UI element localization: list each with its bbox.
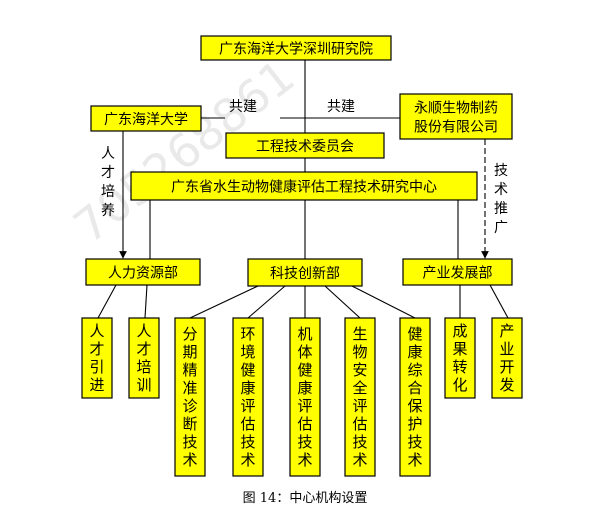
svg-text:科技创新部: 科技创新部: [270, 266, 340, 282]
svg-text:生物安全评估技术: 生物安全评估技术: [352, 325, 367, 469]
node-institute: 广东海洋大学深圳研究院: [200, 35, 392, 61]
svg-text:产业开发: 产业开发: [499, 322, 514, 394]
svg-text:工程技术委员会: 工程技术委员会: [256, 139, 354, 155]
label-talent-cultivation: 人才培养: [101, 146, 115, 219]
node-tech2: 环境健康评估技术: [232, 317, 264, 477]
label-cobuild-left: 共建: [229, 99, 257, 115]
node-tech4: 生物安全评估技术: [344, 317, 376, 477]
node-ind2: 产业开发: [491, 317, 523, 399]
edge-hr-intro: [97, 284, 117, 319]
connectors: [97, 59, 509, 319]
svg-text:广东海洋大学深圳研究院: 广东海洋大学深圳研究院: [219, 41, 373, 57]
node-talent-intro: 人才引进: [81, 317, 113, 399]
node-tech3: 机体健康评估技术: [289, 317, 321, 477]
svg-text:人才引进: 人才引进: [89, 322, 104, 394]
svg-text:成果转化: 成果转化: [452, 322, 467, 394]
svg-text:广东海洋大学: 广东海洋大学: [104, 112, 188, 128]
svg-text:人力资源部: 人力资源部: [108, 265, 178, 281]
node-company: 永顺生物制药股份有限公司: [399, 93, 513, 140]
edge-tech-2: [247, 285, 286, 319]
svg-text:产业发展部: 产业发展部: [423, 265, 493, 281]
node-tech1: 分期精准诊断技术: [174, 317, 206, 477]
label-tech-promotion: 技术推广: [494, 163, 508, 236]
edge-tech-1: [189, 285, 259, 319]
svg-text:健康综合保护技术: 健康综合保护技术: [407, 325, 422, 469]
node-ind1: 成果转化: [444, 317, 476, 399]
svg-text:永顺生物制药股份有限公司: 永顺生物制药股份有限公司: [414, 100, 498, 135]
edge-tech-5: [351, 285, 416, 319]
node-center: 广东省水生动物健康评估工程技术研究中心: [130, 171, 478, 201]
node-talent-train: 人才培训: [128, 317, 160, 399]
node-boxes: 广东海洋大学深圳研究院 广东海洋大学 永顺生物制药股份有限公司 工程技术委员会 …: [81, 35, 523, 477]
svg-text:广东省水生动物健康评估工程技术研究中心: 广东省水生动物健康评估工程技术研究中心: [171, 178, 437, 195]
node-tech: 科技创新部: [247, 258, 363, 287]
edge-industry-2: [489, 284, 509, 319]
svg-text:机体健康评估技术: 机体健康评估技术: [297, 325, 312, 469]
node-tech5: 健康综合保护技术: [399, 317, 431, 477]
figure-caption: 图 14：中心机构设置: [242, 491, 368, 506]
svg-text:分期精准诊断技术: 分期精准诊断技术: [182, 325, 197, 469]
svg-text:人才培训: 人才培训: [136, 322, 151, 394]
label-cobuild-right: 共建: [327, 99, 355, 115]
node-university: 广东海洋大学: [90, 105, 202, 132]
svg-text:环境健康评估技术: 环境健康评估技术: [240, 325, 255, 469]
edge-tech-4: [324, 285, 361, 319]
node-hr: 人力资源部: [85, 258, 201, 286]
node-committee: 工程技术委员会: [225, 132, 385, 159]
edge-hr-train: [144, 284, 148, 319]
node-industry: 产业发展部: [402, 258, 513, 286]
